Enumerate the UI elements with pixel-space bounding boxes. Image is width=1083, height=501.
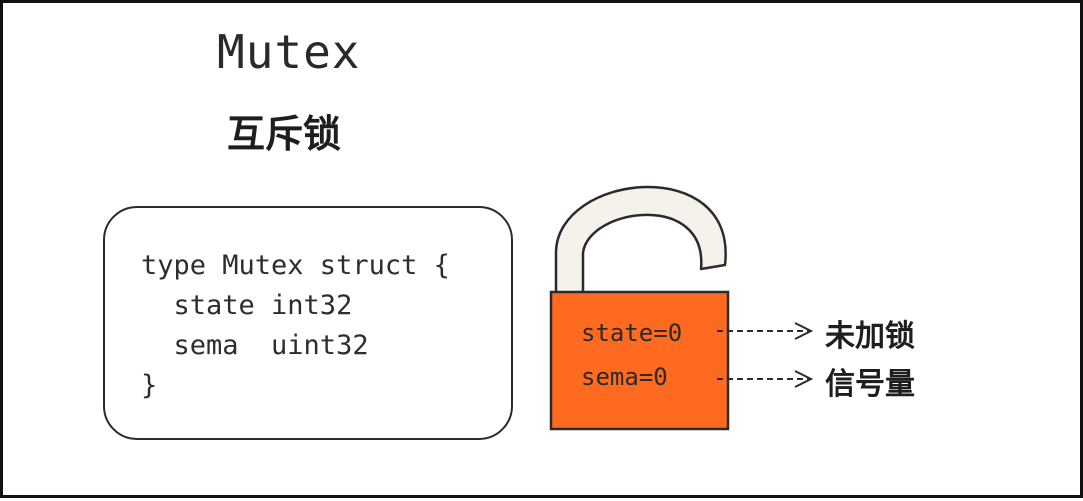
arrow-sema bbox=[717, 370, 814, 388]
code-box: type Mutex struct { state int32 sema uin… bbox=[103, 206, 513, 440]
code-line-3: sema uint32 bbox=[141, 330, 369, 361]
lock-body bbox=[549, 290, 730, 431]
lock-shackle bbox=[554, 185, 727, 295]
sema-label: 信号量 bbox=[825, 367, 915, 402]
lock-state-field: state=0 bbox=[581, 319, 683, 347]
diagram-title: Mutex bbox=[217, 25, 361, 79]
diagram-subtitle: 互斥锁 bbox=[227, 112, 342, 156]
code-line-4: } bbox=[141, 370, 158, 401]
arrow-state bbox=[717, 322, 814, 340]
lock-sema-field: sema=0 bbox=[581, 363, 668, 391]
state-label: 未加锁 bbox=[825, 319, 915, 354]
code-line-1: type Mutex struct { bbox=[141, 250, 450, 281]
code-line-2: state int32 bbox=[141, 290, 353, 321]
lock-illustration bbox=[549, 185, 814, 431]
